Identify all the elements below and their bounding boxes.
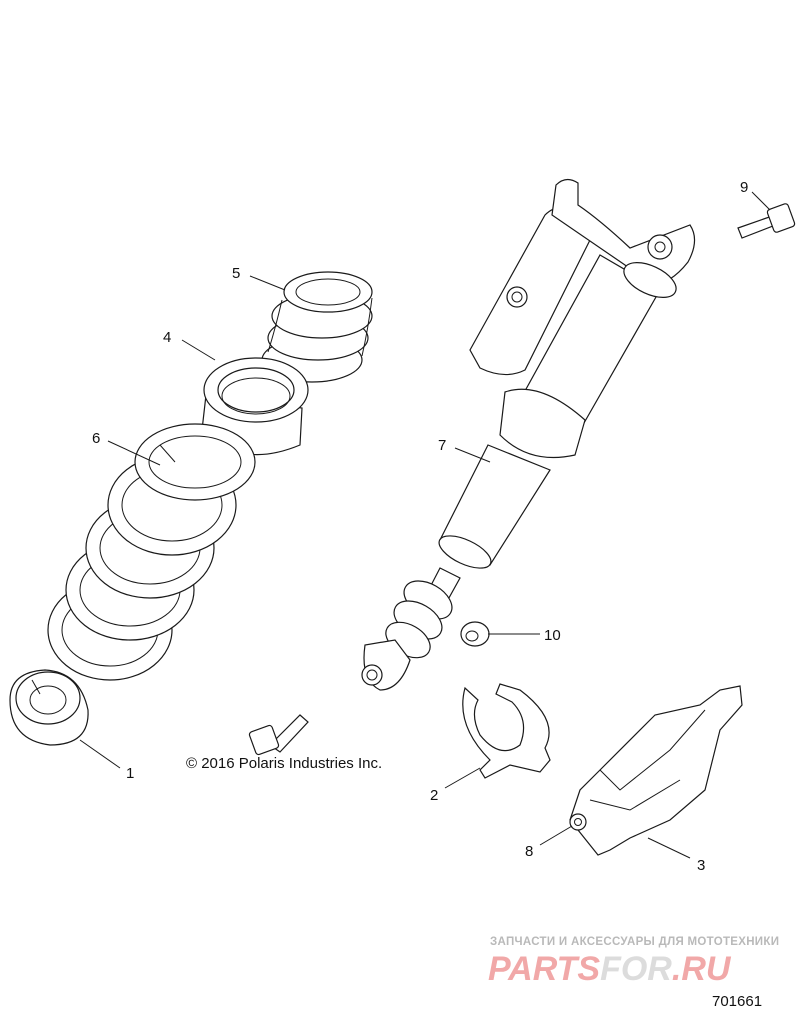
part-3-shield-guard bbox=[569, 685, 743, 856]
part-6-main-coil-spring bbox=[47, 423, 256, 681]
callout-1: 1 bbox=[126, 765, 134, 782]
watermark-logo-part3: .RU bbox=[672, 950, 732, 988]
copyright-text: © 2016 Polaris Industries Inc. bbox=[186, 755, 382, 772]
part-10-nut bbox=[460, 621, 490, 647]
callout-4: 4 bbox=[163, 329, 171, 346]
watermark: ЗАПЧАСТИ И АКСЕССУАРЫ ДЛЯ МОТОТЕХНИКИ PA… bbox=[488, 936, 779, 988]
watermark-logo-part2: FOR bbox=[600, 950, 672, 988]
callout-6: 6 bbox=[92, 430, 100, 447]
callout-2: 2 bbox=[430, 787, 438, 804]
callout-5: 5 bbox=[232, 265, 240, 282]
leader-lines bbox=[79, 191, 771, 859]
part-7-shock-absorber bbox=[361, 178, 696, 691]
watermark-caption: ЗАПЧАСТИ И АКСЕССУАРЫ ДЛЯ МОТОТЕХНИКИ bbox=[490, 936, 779, 948]
part-8-fastener bbox=[569, 813, 587, 831]
callout-labels: 1 2 3 4 5 6 7 8 9 10 bbox=[92, 179, 748, 874]
callout-8: 8 bbox=[525, 843, 533, 860]
drawing-number: 701661 bbox=[712, 993, 762, 1010]
part-9-bolt bbox=[737, 203, 796, 239]
callout-10: 10 bbox=[544, 627, 561, 644]
callout-9: 9 bbox=[740, 179, 748, 196]
part-1-lower-spring-seat bbox=[9, 669, 89, 746]
callout-3: 3 bbox=[697, 857, 705, 874]
lower-bolt bbox=[248, 714, 309, 756]
part-2-bracket-clip bbox=[462, 683, 551, 779]
watermark-logo-part1: PARTS bbox=[488, 950, 600, 988]
callout-7: 7 bbox=[438, 437, 446, 454]
watermark-logo: PARTSFOR.RU bbox=[488, 950, 732, 988]
